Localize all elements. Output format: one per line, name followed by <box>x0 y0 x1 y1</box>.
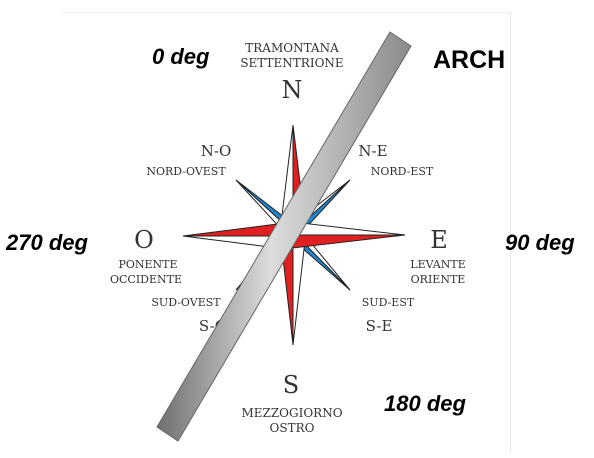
north-letter: N <box>282 76 303 104</box>
west-name-line1: PONENTE <box>118 258 177 271</box>
northeast-name: NORD-EST <box>371 165 434 178</box>
degree-label-east: 90 deg <box>505 230 575 255</box>
northeast-abbr: N-E <box>358 142 387 160</box>
degree-label-south: 180 deg <box>384 391 466 416</box>
southeast-abbr: S-E <box>366 317 393 335</box>
west-letter: O <box>134 226 154 254</box>
northwest-abbr: N-O <box>201 142 232 160</box>
south-name-line2: OSTRO <box>270 421 315 435</box>
north-name-line2: SETTENTRIONE <box>240 56 343 70</box>
east-letter: E <box>430 226 448 254</box>
east-point-top <box>292 221 406 236</box>
east-name-line1: LEVANTE <box>410 258 465 271</box>
east-point-bottom <box>292 234 406 249</box>
south-point-right <box>292 231 307 346</box>
south-letter: S <box>283 371 299 399</box>
arch-bar <box>156 31 412 442</box>
west-name-line2: OCCIDENTE <box>110 273 182 286</box>
east-name-line2: ORIENTE <box>411 273 466 286</box>
north-name-line1: TRAMONTANA <box>245 41 339 55</box>
degree-label-north: 0 deg <box>152 44 210 69</box>
degree-label-west: 270 deg <box>5 230 88 255</box>
southeast-name: SUD-EST <box>362 296 415 309</box>
northwest-name: NORD-OVEST <box>146 165 226 178</box>
southwest-name: SUD-OVEST <box>151 296 221 309</box>
arch-label: ARCH <box>433 46 505 74</box>
south-name-line1: MEZZOGIORNO <box>241 406 342 420</box>
